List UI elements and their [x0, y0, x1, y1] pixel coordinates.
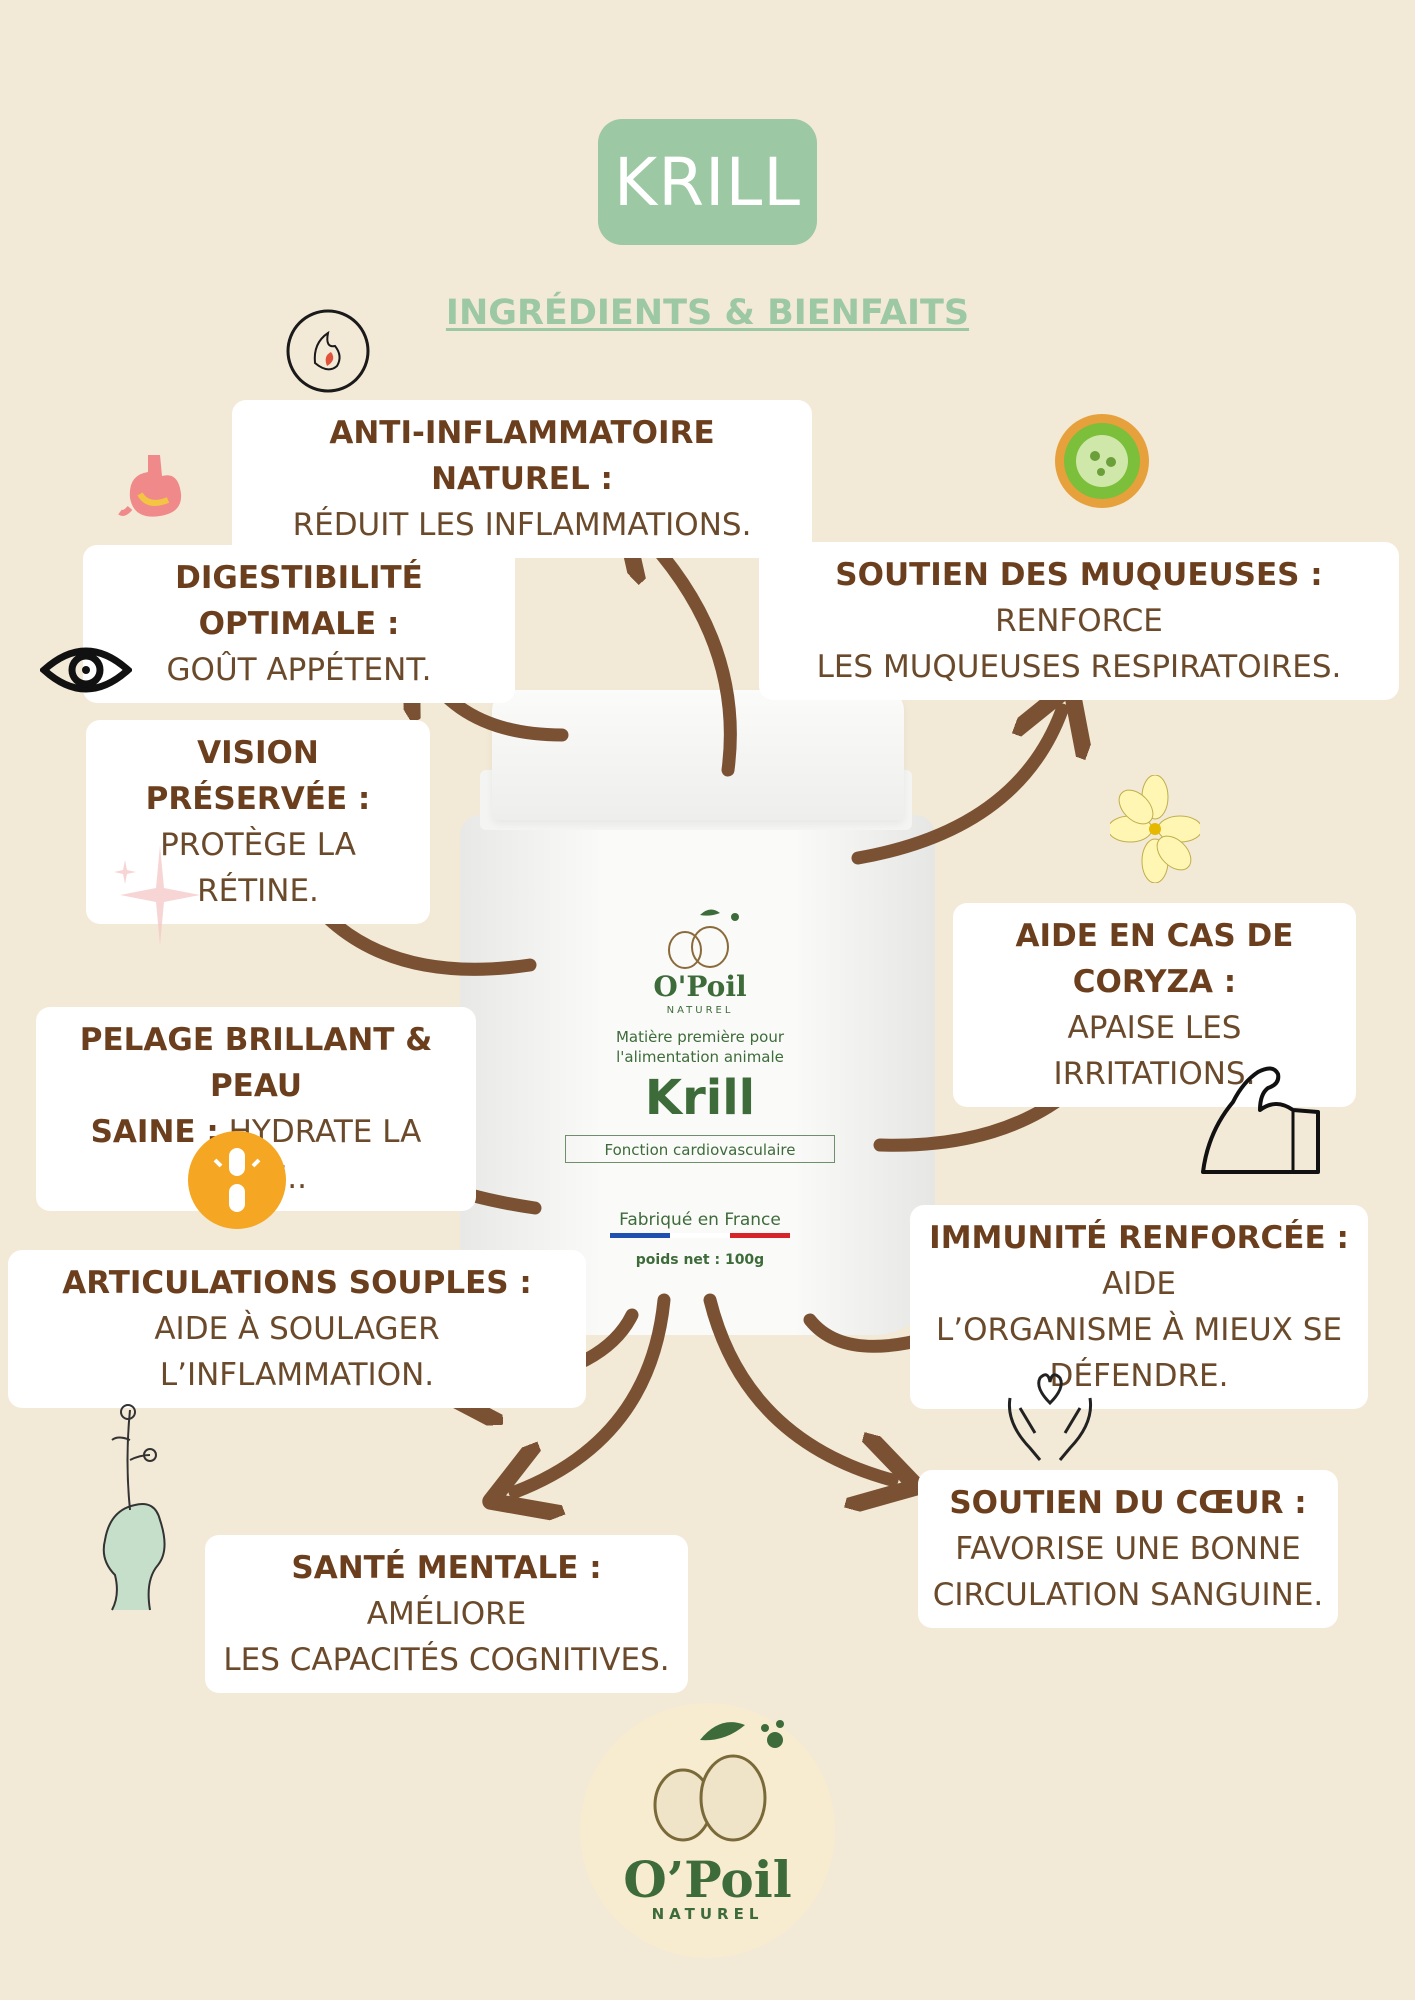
- joint-icon: [188, 1131, 286, 1229]
- eye-icon: [40, 647, 132, 693]
- jar-made-in: Fabriqué en France: [619, 1210, 781, 1230]
- french-flag-stripe: [610, 1233, 790, 1238]
- heart-hands-icon: [1007, 1373, 1093, 1461]
- card-digestibilite: DIGESTIBILITÉ OPTIMALE :GOÛT APPÉTENT.: [83, 545, 515, 703]
- page-title: KRILL: [598, 119, 817, 245]
- card-vision: VISION PRÉSERVÉE :PROTÈGE LA RÉTINE.: [86, 720, 430, 924]
- jar-brand-sub: NATUREL: [666, 1005, 734, 1016]
- brand-logo-name: O’Poil: [623, 1850, 792, 1909]
- jar-product-name: Krill: [644, 1070, 756, 1126]
- card-coryza: AIDE EN CAS DE CORYZA :APAISE LES IRRITA…: [953, 903, 1356, 1107]
- stomach-icon: [118, 455, 182, 517]
- jar-logo-animals-icon: [668, 909, 739, 969]
- flower-icon: [1110, 775, 1200, 883]
- arrow-muqueuses: [851, 710, 1062, 865]
- sparkle-icon: [114, 845, 200, 945]
- jar-brand: O'Poil: [653, 970, 747, 1003]
- jar-line1: Matière première pour: [615, 1028, 785, 1046]
- mucous-cell-icon: [1055, 414, 1149, 508]
- card-anti-inflammatoire: ANTI-INFLAMMATOIRE NATUREL :RÉDUIT LES I…: [232, 400, 812, 558]
- brand-logo-animals-icon: [653, 1720, 784, 1842]
- jar-function: Fonction cardiovasculaire: [565, 1135, 835, 1163]
- brand-logo-sub: NATUREL: [651, 1905, 764, 1923]
- product-jar-lid: [492, 690, 904, 820]
- section-subtitle: INGRÉDIENTS & BIENFAITS: [445, 293, 970, 333]
- arrow-sante-mentale: [515, 1293, 671, 1492]
- arrow-coeur: [703, 1293, 892, 1480]
- jar-line2: l'alimentation animale: [616, 1048, 784, 1066]
- arrow-anti-inflammatoire: [640, 530, 737, 777]
- mental-health-head-icon: [102, 1404, 166, 1611]
- inflammation-icon: [286, 309, 370, 393]
- muscle-arm-icon: [1201, 1066, 1320, 1174]
- product-jar: [460, 815, 935, 1335]
- brand-logo-circle: [580, 1703, 835, 1958]
- card-articulations: ARTICULATIONS SOUPLES :AIDE À SOULAGER L…: [8, 1250, 586, 1408]
- jar-weight: poids net : 100g: [635, 1252, 765, 1268]
